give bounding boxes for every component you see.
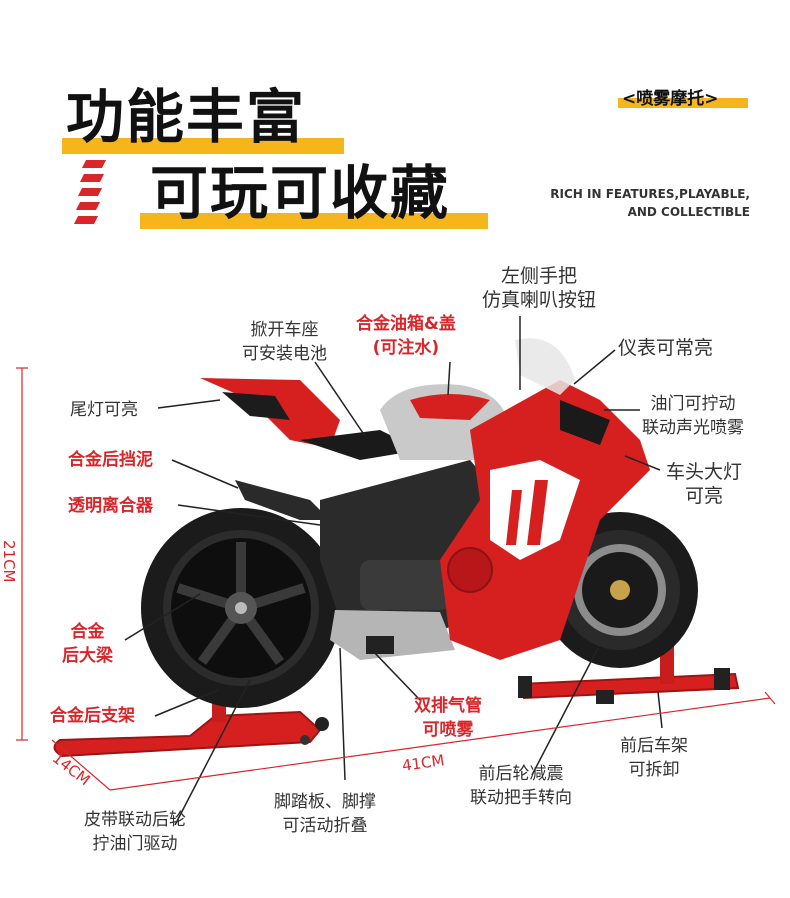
tag-box: <喷雾摩托>: [618, 84, 748, 109]
label-tank-line-1: 合金油箱&盖: [356, 314, 456, 334]
tail-section-graphic: [200, 378, 340, 520]
label-belt-drive-line-1: 皮带联动后轮: [84, 810, 186, 830]
label-swingarm: 合金 后大梁: [62, 620, 113, 668]
label-horn-switch-line-2: 仿真喇叭按钮: [482, 289, 597, 311]
label-swingarm-line-1: 合金: [70, 622, 105, 642]
label-throttle: 油门可拧动 联动声光喷雾: [642, 392, 744, 440]
label-stands: 前后车架 可拆卸: [620, 734, 688, 782]
headline-highlight-1: [62, 138, 344, 154]
page-title-line-2: 可玩可收藏: [150, 159, 451, 227]
label-throttle-line-2: 联动声光喷雾: [642, 418, 744, 438]
label-horn-switch-line-1: 左侧手把: [501, 265, 578, 287]
page-title-line-1: 功能丰富: [66, 83, 307, 151]
label-belt-drive: 皮带联动后轮 拧油门驱动: [84, 808, 186, 856]
english-subtitle-line-2: AND COLLECTIBLE: [627, 205, 750, 219]
rear-wheel-graphic: [141, 508, 341, 708]
label-exhaust: 双排气管 可喷雾: [414, 694, 482, 742]
label-tank-line-2: (可注水): [372, 338, 440, 358]
label-stands-line-2: 可拆卸: [628, 760, 680, 780]
english-subtitle-line-1: RICH IN FEATURES,PLAYABLE,: [550, 187, 750, 201]
fairing-graphic: [440, 338, 650, 660]
label-rear-fender: 合金后挡泥: [68, 450, 153, 470]
label-dashboard: 仪表可常亮: [618, 337, 714, 359]
product-tag: <喷雾摩托>: [622, 89, 719, 109]
english-subtitle: RICH IN FEATURES,PLAYABLE, AND COLLECTIB…: [550, 185, 750, 221]
label-swingarm-line-2: 后大梁: [62, 646, 113, 666]
label-tail-light: 尾灯可亮: [70, 400, 138, 420]
label-tank: 合金油箱&盖 (可注水): [356, 312, 456, 360]
label-horn-switch: 左侧手把 仿真喇叭按钮: [482, 264, 596, 312]
label-suspension-line-1: 前后轮减震: [478, 764, 564, 784]
dimension-height: 21CM: [0, 540, 18, 583]
label-footpegs: 脚踏板、脚撑 可活动折叠: [274, 790, 376, 838]
label-footpegs-line-2: 可活动折叠: [282, 816, 368, 836]
stripes-icon: [72, 158, 112, 226]
label-headlight-line-2: 可亮: [685, 485, 724, 507]
label-stands-line-1: 前后车架: [620, 736, 688, 756]
label-seat-line-1: 掀开车座: [250, 320, 319, 340]
label-clutch: 透明离合器: [68, 496, 153, 516]
label-rear-stand: 合金后支架: [50, 706, 135, 726]
label-footpegs-line-1: 脚踏板、脚撑: [274, 792, 376, 812]
label-suspension-line-2: 联动把手转向: [470, 788, 572, 808]
headline-highlight-2: [140, 213, 488, 229]
label-exhaust-line-2: 可喷雾: [422, 720, 474, 740]
label-exhaust-line-1: 双排气管: [414, 696, 482, 716]
label-seat: 掀开车座 可安装电池: [242, 318, 327, 366]
label-belt-drive-line-2: 拧油门驱动: [92, 834, 178, 854]
label-throttle-line-1: 油门可拧动: [650, 394, 736, 414]
label-suspension: 前后轮减震 联动把手转向: [470, 762, 572, 810]
label-headlight-line-1: 车头大灯: [666, 461, 743, 483]
label-headlight: 车头大灯 可亮: [666, 460, 742, 508]
label-seat-line-2: 可安装电池: [242, 344, 327, 364]
